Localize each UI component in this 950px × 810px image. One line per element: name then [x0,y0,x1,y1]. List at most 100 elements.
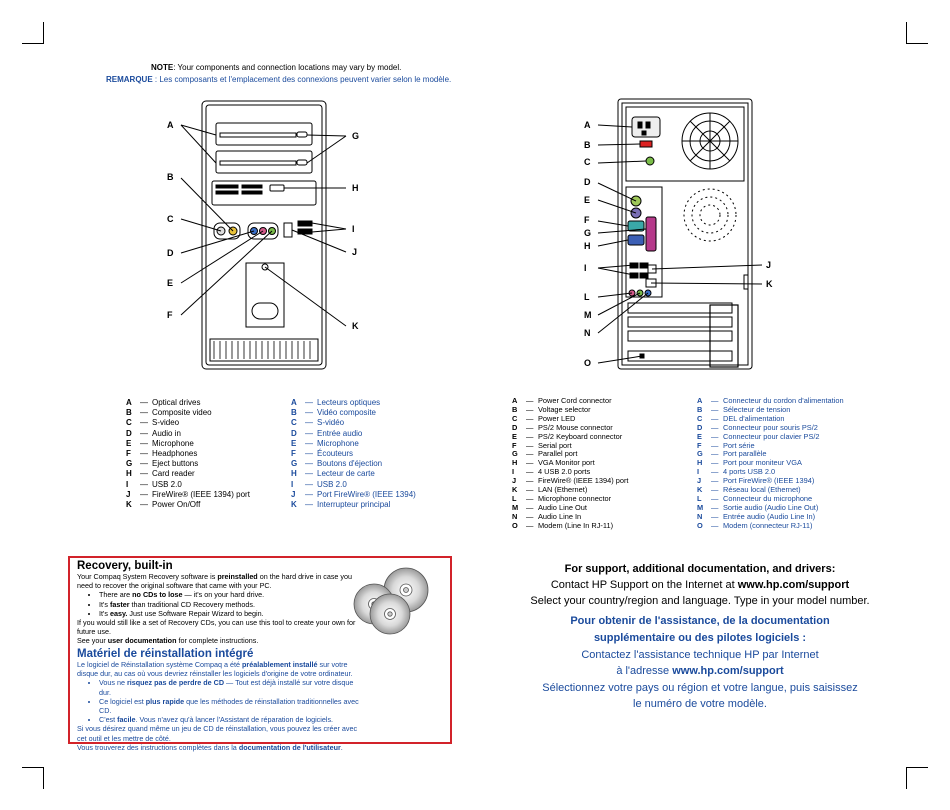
legend-row: K—LAN (Ethernet) [512,485,588,495]
front-label-a: A [167,120,174,130]
list-item: It's faster than traditional CD Recovery… [99,600,357,609]
legend-row: J—FireWire® (IEEE 1394) port [126,489,250,499]
legend-row: G—Boutons d'éjection [291,459,383,469]
legend-row: D—Audio in [126,428,181,438]
support-heading-en: For support, additional documentation, a… [564,563,836,575]
legend-row: F—Serial port [512,440,572,450]
note-text: : Your components and connection locatio… [173,63,402,72]
recovery-paragraph: Vous trouverez des instructions complète… [77,742,343,752]
legend-row: H—Port pour moniteur VGA [697,458,802,468]
recovery-title: Matériel de réinstallation intégré [77,648,254,660]
legend-row: A—Optical drives [126,398,201,407]
back-label-k: K [766,279,773,289]
legend-row: G—Parallel port [512,449,578,459]
legend-row: H—Lecteur de carte [291,469,375,479]
legend-row: E—Microphone [291,438,359,448]
crop-mark [43,22,44,44]
legend-row: K—Réseau local (Ethernet) [697,485,801,495]
crop-mark [906,22,907,44]
legend-row: G—Eject buttons [126,459,199,469]
support-line-fr: le numéro de votre modèle. [633,698,767,710]
recovery-box: Recovery, built-in Your Compaq System Re… [68,556,452,752]
crop-mark [43,767,44,789]
support-line-en: Select your country/region and language.… [530,595,870,607]
back-label-a: A [584,120,591,130]
support-heading-fr: supplémentaire ou des pilotes logiciels … [593,632,807,644]
front-label-f: F [167,310,173,320]
crop-mark [906,767,907,789]
legend-row: N—Audio Line In [512,511,582,521]
legend-row: M—Audio Line Out [512,502,587,512]
crop-mark [22,767,44,768]
front-label-k: K [352,321,359,331]
back-label-g: G [584,228,592,238]
front-legend-en: A—Optical drives B—Composite video C—S-v… [126,398,250,510]
recovery-bullets: Vous ne risquez pas de perdre de CD — To… [77,678,367,724]
legend-row: E—Microphone [126,438,194,448]
note-fr: REMARQUE : Les composants et l'emplaceme… [106,75,451,85]
legend-row: F—Écouteurs [291,449,354,459]
legend-row: O—Modem (Line In RJ-11) [512,520,614,530]
note-text: : Les composants et l'emplacement des co… [152,75,452,84]
note-en: NOTE: Your components and connection loc… [151,63,401,73]
recovery-paragraph: See your user documentation for complete… [77,636,259,646]
recovery-paragraph: Si vous désirez quand même un jeu de CD … [77,724,358,743]
cd-discs-icon [353,567,429,635]
legend-row: A—Connecteur du cordon d'alimentation [697,396,844,405]
legend-row: B—Composite video [126,408,212,418]
legend-row: O—Modem (connecteur RJ-11) [697,520,813,530]
back-label-o: O [584,358,592,368]
front-label-i: I [352,224,355,234]
legend-row: C—S-vidéo [291,418,345,428]
back-label-n: N [584,328,591,338]
legend-row: H—Card reader [126,469,195,479]
list-item: C'est facile. Vous n'avez qu'à lancer l'… [99,715,367,724]
legend-row: K—Interrupteur principal [291,500,391,510]
legend-row: J—FireWire® (IEEE 1394) port [512,476,629,486]
list-item: It's easy. Just use Software Repair Wiza… [99,609,357,618]
front-label-b: B [167,172,174,182]
front-panel-diagram [180,100,347,370]
legend-row: L—Microphone connector [512,493,612,503]
legend-row: J—Port FireWire® (IEEE 1394) [291,489,416,499]
legend-row: B—Voltage selector [512,404,591,414]
recovery-bullets: There are no CDs to lose — it's on your … [77,590,357,618]
back-legend-en: A—Power Cord connector B—Voltage selecto… [512,396,629,531]
back-label-c: C [584,157,591,167]
legend-row: C—DEL d'alimentation [697,413,785,423]
back-label-l: L [584,292,590,302]
legend-row: B—Vidéo composite [291,408,376,418]
front-label-e: E [167,278,174,288]
legend-row: N—Entrée audio (Audio Line In) [697,511,816,521]
legend-row: D—PS/2 Mouse connector [512,422,613,432]
legend-row: A—Lecteurs optiques [291,398,381,407]
list-item: Vous ne risquez pas de perdre de CD — To… [99,678,367,696]
support-line-fr: Contactez l'assistance technique HP par … [581,649,819,661]
support-line-fr: Sélectionnez votre pays ou région et vot… [542,682,858,694]
recovery-paragraph: Le logiciel de Réinstallation système Co… [77,660,353,679]
legend-row: M—Sortie audio (Audio Line Out) [697,502,819,512]
legend-row: I—USB 2.0 [291,479,347,489]
crop-mark [906,767,928,768]
legend-row: C—Power LED [512,413,576,423]
back-label-f: F [584,215,590,225]
recovery-paragraph: If you would still like a set of Recover… [77,618,356,637]
front-label-h: H [352,183,359,193]
back-label-e: E [584,195,591,205]
legend-row: C—S-video [126,418,180,428]
back-label-h: H [584,241,591,251]
legend-row: B—Sélecteur de tension [697,404,791,414]
legend-row: F—Headphones [126,449,198,459]
note-label: NOTE [151,63,174,72]
back-label-m: M [584,310,592,320]
back-panel-diagram [597,98,763,370]
support-line-fr: à l'adresse www.hp.com/support [616,665,784,677]
recovery-en: Recovery, built-in Your Compaq System Re… [77,560,357,646]
front-label-j: J [352,247,358,257]
list-item: Ce logiciel est plus rapide que les méth… [99,697,367,715]
list-item: There are no CDs to lose — it's on your … [99,590,357,599]
recovery-fr: Matériel de réinstallation intégré Le lo… [77,648,367,752]
back-legend-fr: A—Connecteur du cordon d'alimentation B—… [697,396,844,531]
crop-mark [22,43,44,44]
front-legend-fr: A—Lecteurs optiques B—Vidéo composite C—… [291,398,416,510]
